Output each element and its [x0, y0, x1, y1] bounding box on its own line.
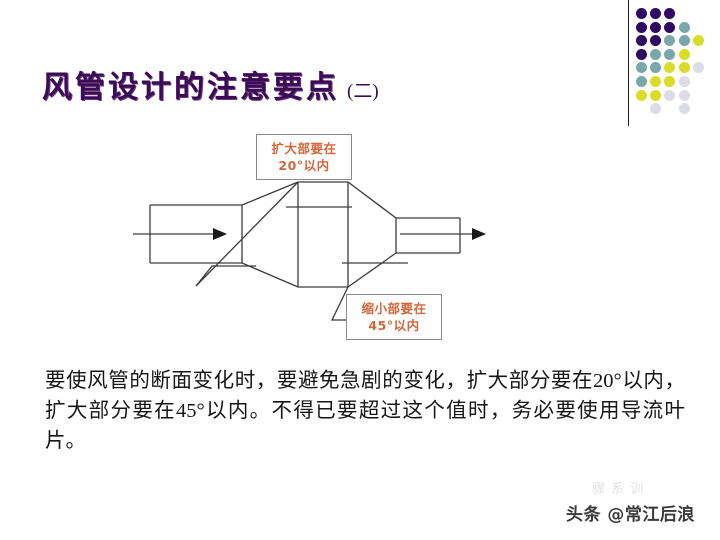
decor-dot [678, 89, 690, 101]
expansion-transition-lower [241, 262, 299, 288]
decor-dot [636, 62, 647, 74]
decor-dot [664, 35, 676, 47]
decor-dot [692, 35, 704, 47]
decor-dot [678, 48, 690, 60]
decorative-vertical-rule [628, 0, 629, 126]
dot-grid-decoration [636, 8, 712, 124]
page-title-main: 风管设计的注意要点 [42, 70, 339, 105]
expansion-leader-line [195, 181, 299, 287]
decor-dot [678, 76, 690, 87]
outlet-duct-outline [396, 217, 461, 254]
page-title: 风管设计的注意要点 (二) [42, 62, 379, 106]
decor-dot [636, 89, 647, 101]
decor-dot [692, 62, 704, 74]
decor-dot [664, 8, 676, 19]
decor-dot [636, 21, 647, 33]
decor-dot [678, 21, 690, 33]
decor-dot [650, 89, 662, 101]
decor-dot [678, 35, 690, 47]
callout-contraction-limit: 缩小部要在 45°以内 [346, 294, 442, 340]
contraction-transition-lower [347, 252, 397, 288]
decor-dot [664, 48, 676, 60]
page-title-subscript: (二) [347, 81, 379, 102]
outlet-flow-arrowhead [472, 228, 486, 240]
decor-dot [678, 62, 690, 74]
decor-dot [636, 35, 647, 47]
decor-dot [664, 89, 676, 101]
decor-dot [664, 62, 676, 74]
expansion-transition-upper [241, 181, 299, 206]
decor-dot [650, 35, 662, 47]
decor-dot [664, 76, 676, 87]
callout-contraction-line2: 45°以内 [368, 318, 420, 333]
inlet-flow-arrowhead [213, 228, 227, 240]
callout-expansion-limit: 扩大部要在 20°以内 [256, 134, 352, 180]
callout-expansion-line1: 扩大部要在 [271, 141, 337, 156]
decor-dot [664, 21, 676, 33]
decor-dot [636, 8, 647, 19]
duct-transition-diagram [133, 181, 486, 321]
callout-contraction-line1: 缩小部要在 [361, 301, 427, 316]
watermark-author: 头条 @常江后浪 [566, 505, 695, 525]
contraction-transition-upper [347, 181, 397, 219]
decor-dot [650, 21, 662, 33]
decor-dot [636, 48, 647, 60]
decor-dot [650, 62, 662, 74]
callout-expansion-line2: 20°以内 [278, 158, 330, 173]
decor-dot [650, 8, 662, 19]
watermark-faint-text: 骤 系 训 [592, 482, 645, 497]
contraction-leader-line [330, 286, 349, 321]
body-paragraph: 要使风管的断面变化时，要避免急剧的变化，扩大部分要在20°以内，扩大部分要在45… [45, 370, 685, 452]
decor-dot [650, 103, 662, 115]
decor-dot [650, 48, 662, 60]
decor-dot [636, 76, 647, 87]
decor-dot [678, 103, 690, 115]
decor-dot [650, 76, 662, 87]
